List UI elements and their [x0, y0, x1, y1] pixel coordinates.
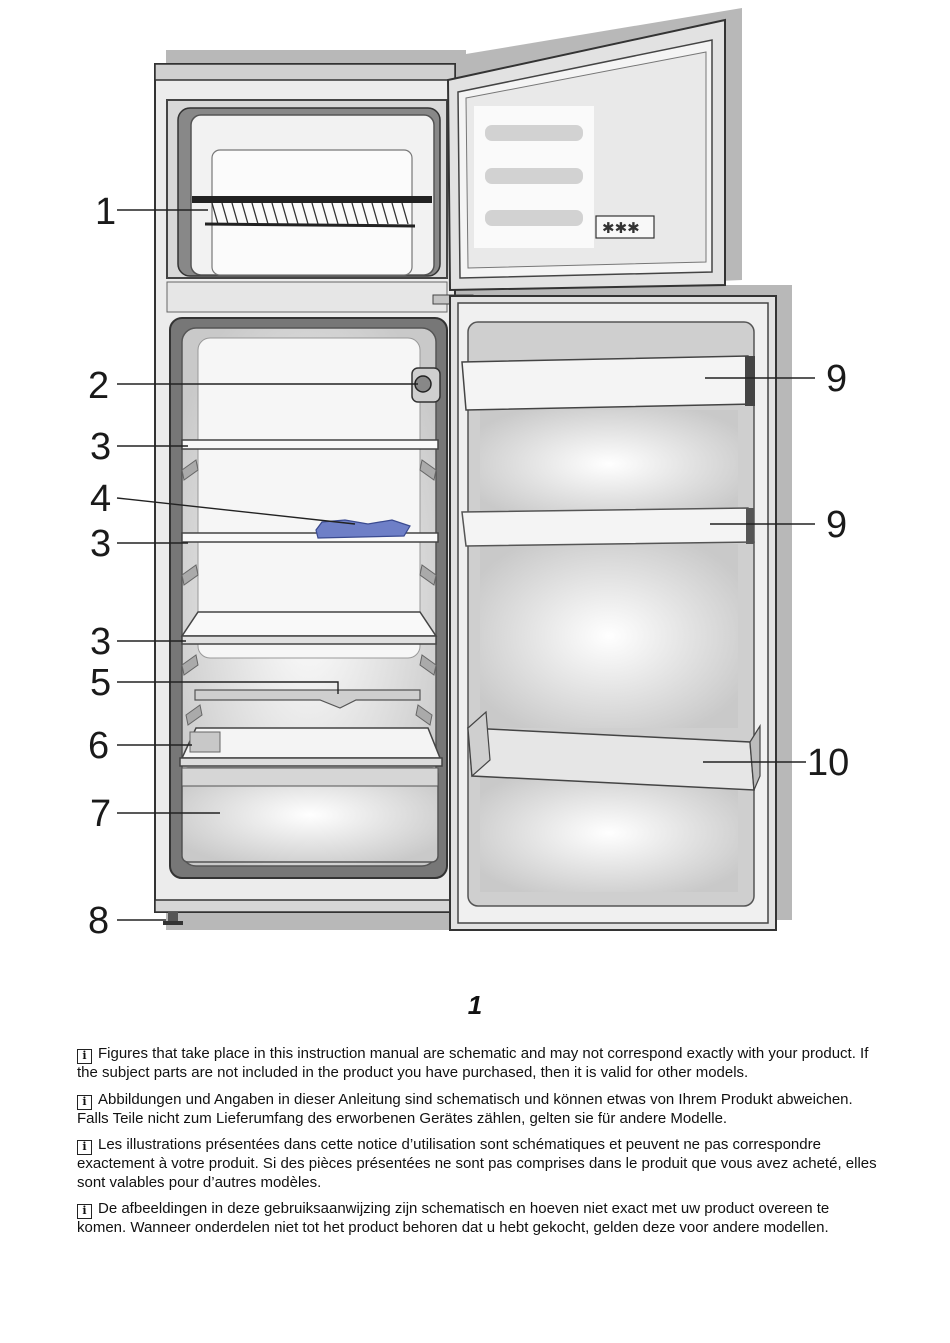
callout-5: 5: [90, 662, 112, 704]
callout-4: 4: [90, 478, 112, 520]
callout-9-top: 9: [826, 358, 848, 400]
callout-2: 2: [88, 365, 110, 407]
callout-1: 1: [95, 191, 117, 233]
info-icon: i: [77, 1140, 92, 1155]
note-text: Abbildungen und Angaben in dieser Anleit…: [77, 1090, 853, 1127]
callout-6: 6: [88, 725, 110, 767]
note-text: De afbeeldingen in deze gebruiksaanwijzi…: [77, 1200, 830, 1236]
callout-3-middle: 3: [90, 523, 112, 565]
callout-3-bottom: 3: [90, 621, 112, 663]
callout-3-top: 3: [90, 426, 112, 468]
note-text: Figures that take place in this instruct…: [77, 1045, 869, 1081]
callout-9-middle: 9: [826, 504, 848, 546]
callout-8: 8: [88, 900, 110, 942]
note-text: Les illustrations présentées dans cette …: [77, 1136, 877, 1191]
figure-number: 1: [467, 990, 483, 1020]
fridge-diagram: ✱✱✱ 1 2: [88, 8, 850, 942]
fridge-illustration: ✱✱✱: [116, 8, 815, 931]
svg-text:✱✱✱: ✱✱✱: [602, 219, 640, 237]
info-icon: i: [77, 1049, 92, 1064]
callout-10: 10: [807, 742, 850, 784]
callout-7: 7: [90, 793, 112, 835]
info-icon: i: [77, 1094, 92, 1110]
info-icon: i: [77, 1204, 92, 1219]
